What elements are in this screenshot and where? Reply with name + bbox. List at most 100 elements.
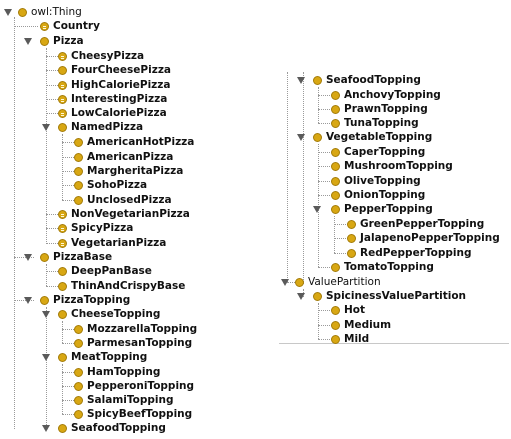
expand-arrow-icon[interactable] [24,254,32,261]
tree-connector [62,171,74,172]
tree-node-low-calorie-pizza[interactable]: LowCaloriePizza [58,106,167,120]
tree-node-spiciness-value-partition[interactable]: SpicinessValuePartition [297,289,466,303]
tree-node-salami-topping[interactable]: SalamiTopping [74,393,173,407]
class-icon [74,152,83,162]
tree-node-cheesy-pizza[interactable]: CheesyPizza [58,49,144,63]
tree-node-parmesan-topping[interactable]: ParmesanTopping [74,336,192,350]
tree-node-country[interactable]: Country [40,19,100,33]
tree-node-named-pizza[interactable]: NamedPizza [42,120,143,134]
class-icon [331,104,340,114]
tree-node-label: Country [53,20,100,32]
class-icon [74,395,83,405]
class-icon [74,381,83,391]
tree-node-onion-topping[interactable]: OnionTopping [331,188,425,202]
tree-node-pepperoni-topping[interactable]: PepperoniTopping [74,379,194,393]
tree-node-non-vegetarian-pizza[interactable]: NonVegetarianPizza [58,207,190,221]
tree-node-vegetable-topping[interactable]: VegetableTopping [297,130,432,144]
tree-connector [318,310,330,311]
expand-arrow-icon[interactable] [24,297,32,304]
tree-node-red-pepper-topping[interactable]: RedPepperTopping [347,246,471,260]
tree-node-label: SeafoodTopping [71,422,166,434]
tree-node-olive-topping[interactable]: OliveTopping [331,174,421,188]
tree-node-hot[interactable]: Hot [331,303,365,317]
tree-connector [14,26,38,27]
expand-arrow-icon[interactable] [313,206,321,213]
tree-node-vegetarian-pizza[interactable]: VegetarianPizza [58,236,166,250]
tree-node-cheese-topping[interactable]: CheeseTopping [42,307,160,321]
expand-arrow-icon[interactable] [42,354,50,361]
class-icon [58,65,67,75]
tree-node-seafood-topping[interactable]: SeafoodTopping [297,73,421,87]
tree-connector [318,303,319,339]
tree-node-thin-and-crispy-base[interactable]: ThinAndCrispyBase [58,279,185,293]
expand-arrow-icon[interactable] [297,77,305,84]
tree-connector [318,325,330,326]
tree-node-label: NonVegetarianPizza [71,208,190,220]
tree-node-meat-topping[interactable]: MeatTopping [42,350,147,364]
class-icon [74,195,83,205]
tree-node-mild[interactable]: Mild [331,332,369,346]
expand-arrow-icon[interactable] [4,9,12,16]
tree-connector [62,329,74,330]
tree-node-anchovy-topping[interactable]: AnchovyTopping [331,88,441,102]
tree-node-american-hot-pizza[interactable]: AmericanHotPizza [74,135,194,149]
tree-node-unclosed-pizza[interactable]: UnclosedPizza [74,193,172,207]
expand-arrow-icon[interactable] [297,293,305,300]
class-icon [74,166,83,176]
tree-node-pepper-topping[interactable]: PepperTopping [313,202,433,216]
class-icon [331,90,340,100]
defined-class-icon [58,238,67,248]
tree-node-seafood-topping-left[interactable]: SeafoodTopping [42,421,166,435]
tree-node-pizza-base[interactable]: PizzaBase [24,250,112,264]
tree-node-four-cheese-pizza[interactable]: FourCheesePizza [58,63,171,77]
tree-node-tuna-topping[interactable]: TunaTopping [331,116,419,130]
tree-node-ham-topping[interactable]: HamTopping [74,365,160,379]
class-icon [331,190,340,200]
expand-arrow-icon[interactable] [297,134,305,141]
panel-divider [279,343,509,344]
tree-node-label: CheesyPizza [71,50,145,62]
tree-connector [62,343,74,344]
tree-node-soho-pizza[interactable]: SohoPizza [74,178,147,192]
tree-node-mushroom-topping[interactable]: MushroomTopping [331,159,453,173]
tree-node-label: PizzaBase [53,251,113,263]
tree-node-owl-thing[interactable]: owl:Thing [4,5,82,19]
tree-node-margherita-pizza[interactable]: MargheritaPizza [74,164,183,178]
tree-node-label: AmericanPizza [87,151,174,163]
class-icon [295,277,304,287]
expand-arrow-icon[interactable] [42,124,50,131]
tree-node-medium[interactable]: Medium [331,318,391,332]
tree-node-interesting-pizza[interactable]: InterestingPizza [58,92,167,106]
class-icon [74,324,83,334]
tree-node-spicy-pizza[interactable]: SpicyPizza [58,221,133,235]
class-icon [74,137,83,147]
tree-connector [318,109,330,110]
tree-node-label: CaperTopping [344,146,426,158]
tree-node-american-pizza[interactable]: AmericanPizza [74,150,173,164]
defined-class-icon [40,21,49,31]
tree-node-label: ThinAndCrispyBase [71,280,186,292]
tree-connector [46,70,58,71]
tree-node-tomato-topping[interactable]: TomatoTopping [331,260,434,274]
tree-node-pizza-topping[interactable]: PizzaTopping [24,293,130,307]
tree-node-green-pepper-topping[interactable]: GreenPepperTopping [347,217,484,231]
tree-node-deep-pan-base[interactable]: DeepPanBase [58,264,152,278]
tree-connector [334,216,335,253]
expand-arrow-icon[interactable] [281,279,289,286]
class-icon [40,295,49,305]
tree-node-spicy-beef-topping[interactable]: SpicyBeefTopping [74,407,192,421]
tree-node-caper-topping[interactable]: CaperTopping [331,145,425,159]
tree-node-value-partition[interactable]: ValuePartition [281,275,381,289]
class-icon [331,262,340,272]
tree-node-label: SohoPizza [87,179,148,191]
tree-node-pizza[interactable]: Pizza [24,34,84,48]
tree-node-jalapeno-pepper-topping[interactable]: JalapenoPepperTopping [347,231,500,245]
expand-arrow-icon[interactable] [24,38,32,45]
tree-node-label: AmericanHotPizza [87,136,195,148]
expand-arrow-icon[interactable] [42,425,50,432]
tree-node-mozzarella-topping[interactable]: MozzarellaTopping [74,322,197,336]
tree-node-high-calorie-pizza[interactable]: HighCaloriePizza [58,78,170,92]
tree-node-prawn-topping[interactable]: PrawnTopping [331,102,428,116]
class-icon [347,219,356,229]
expand-arrow-icon[interactable] [42,311,50,318]
